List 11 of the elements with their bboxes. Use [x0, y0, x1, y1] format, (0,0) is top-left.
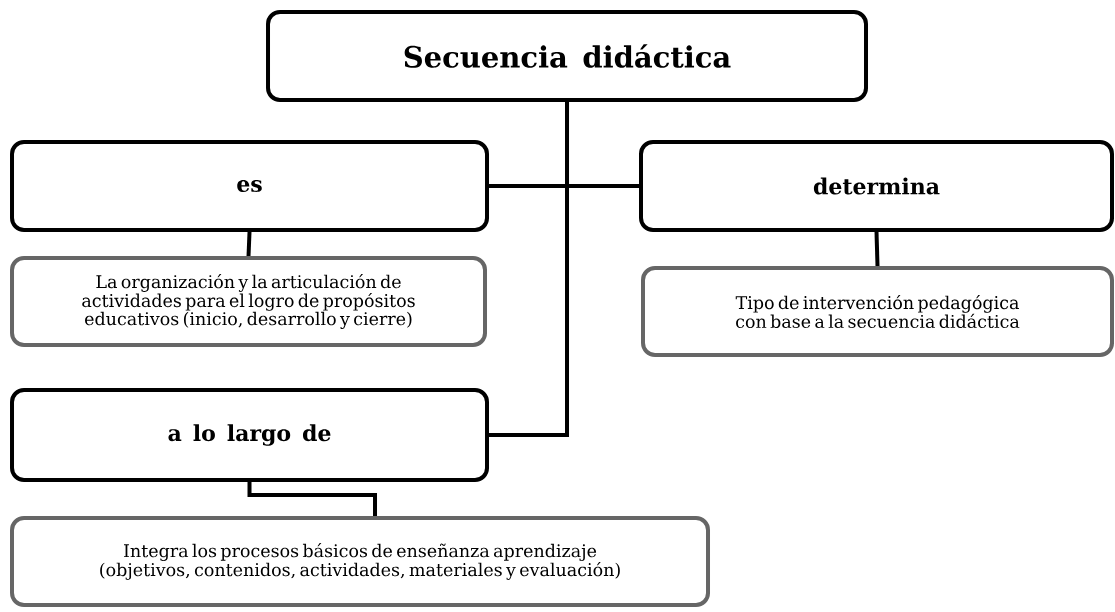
- title-box: Secuencia didáctica: [266, 10, 868, 102]
- connector-line: [489, 102, 569, 437]
- connector-line: [874, 231, 880, 267]
- heading-box: es: [10, 140, 489, 232]
- heading-box: a lo largo de: [10, 388, 489, 482]
- connector-line: [247, 482, 377, 516]
- text-box: La organización y la articulación de actividades para el logro de propósitos educativos (inicio, desarrollo y cierre): [10, 256, 487, 347]
- heading-box: determina: [639, 140, 1114, 232]
- text-box: Tipo de intervención pedagógica con base a la secuencia didáctica: [641, 266, 1114, 357]
- connector-line: [246, 231, 252, 257]
- text-box: Integra los procesos básicos de enseñanza aprendizaje (objetivos, contenidos, actividades, materiales y evaluación): [10, 516, 710, 607]
